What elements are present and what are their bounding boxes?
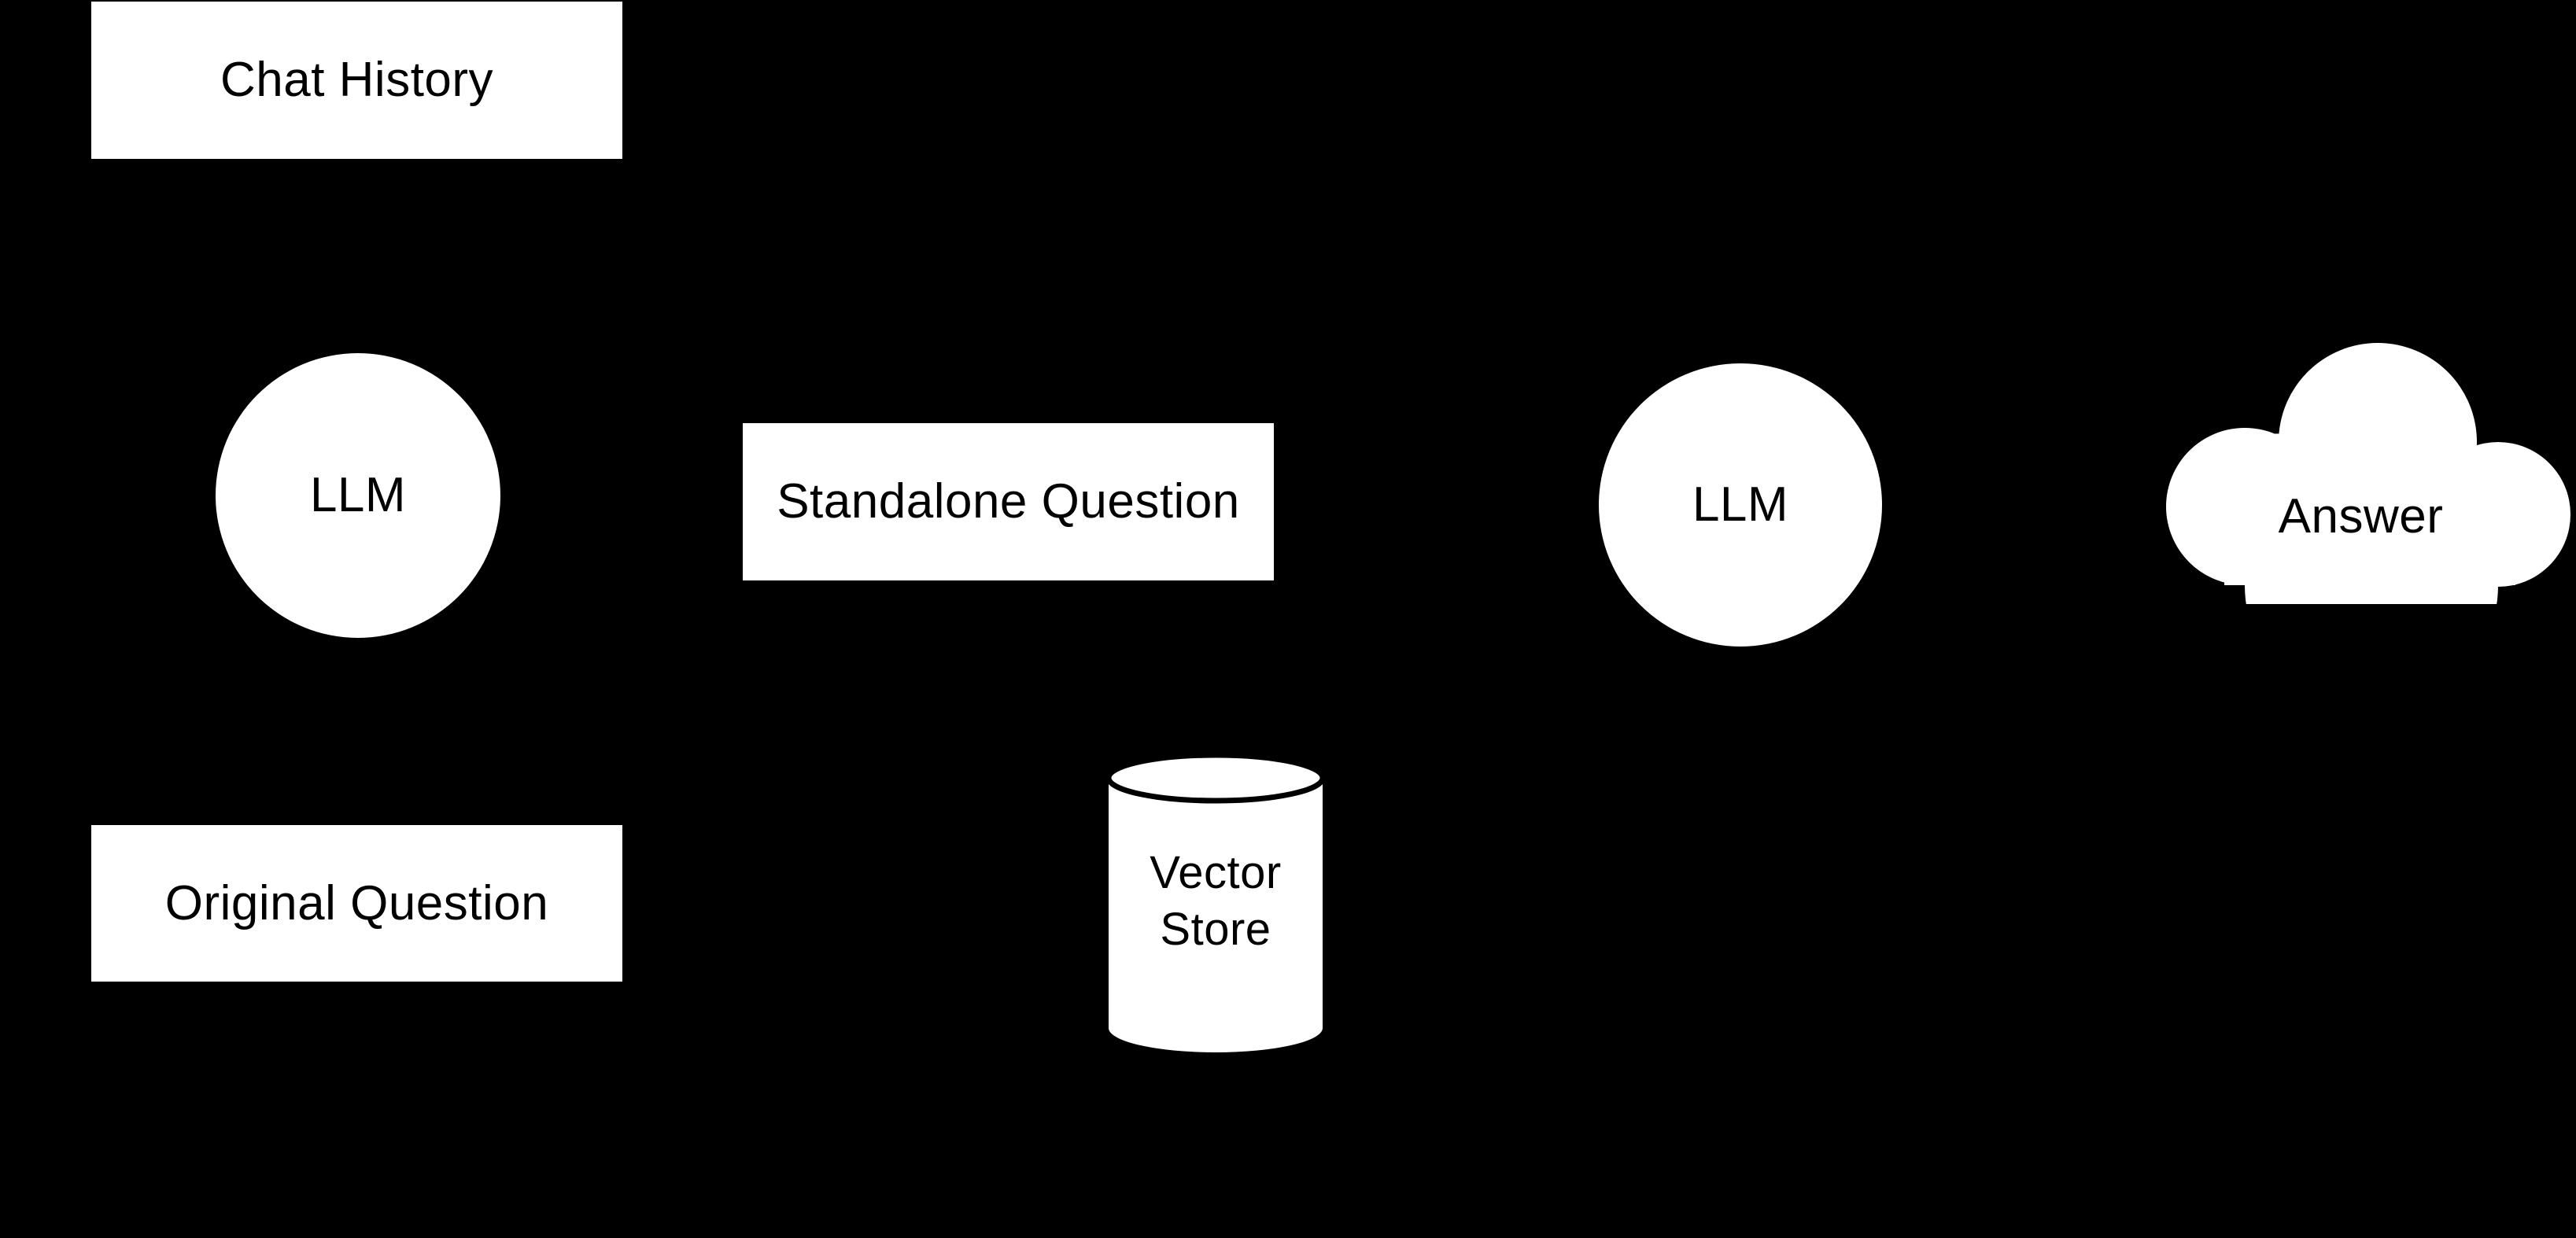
edge-vector-store-to-llm2 [1327, 548, 1600, 883]
node-original-question-label: Original Question [164, 875, 549, 930]
edge-llm2-to-answer [1881, 477, 2141, 508]
edge-arrowhead [1087, 735, 1106, 759]
edge-arrowhead [2124, 472, 2148, 489]
node-vector-store[interactable]: Vector Store [1105, 753, 1326, 1052]
edge-standalone-question-to-llm2 [1273, 499, 1596, 508]
node-chat-history-label: Chat History [220, 53, 494, 108]
node-original-question[interactable]: Original Question [91, 825, 622, 982]
edge-arrowhead [1586, 543, 1604, 574]
edge-llm1-to-standalone-question [500, 492, 740, 503]
node-llm-1[interactable]: LLM [216, 353, 500, 638]
cloud-icon [2166, 343, 2570, 604]
node-llm-1-label: LLM [309, 468, 407, 523]
node-llm-2[interactable]: LLM [1599, 363, 1882, 647]
node-chat-history[interactable]: Chat History [91, 2, 622, 159]
edge-standalone-question-to-vector-store [1005, 579, 1105, 753]
node-llm-2-label: LLM [1692, 477, 1789, 532]
node-standalone-question-label: Standalone Question [777, 474, 1240, 529]
node-answer[interactable]: Answer [2146, 340, 2576, 604]
node-standalone-question[interactable]: Standalone Question [743, 423, 1274, 580]
cylinder-icon [1105, 753, 1326, 1052]
